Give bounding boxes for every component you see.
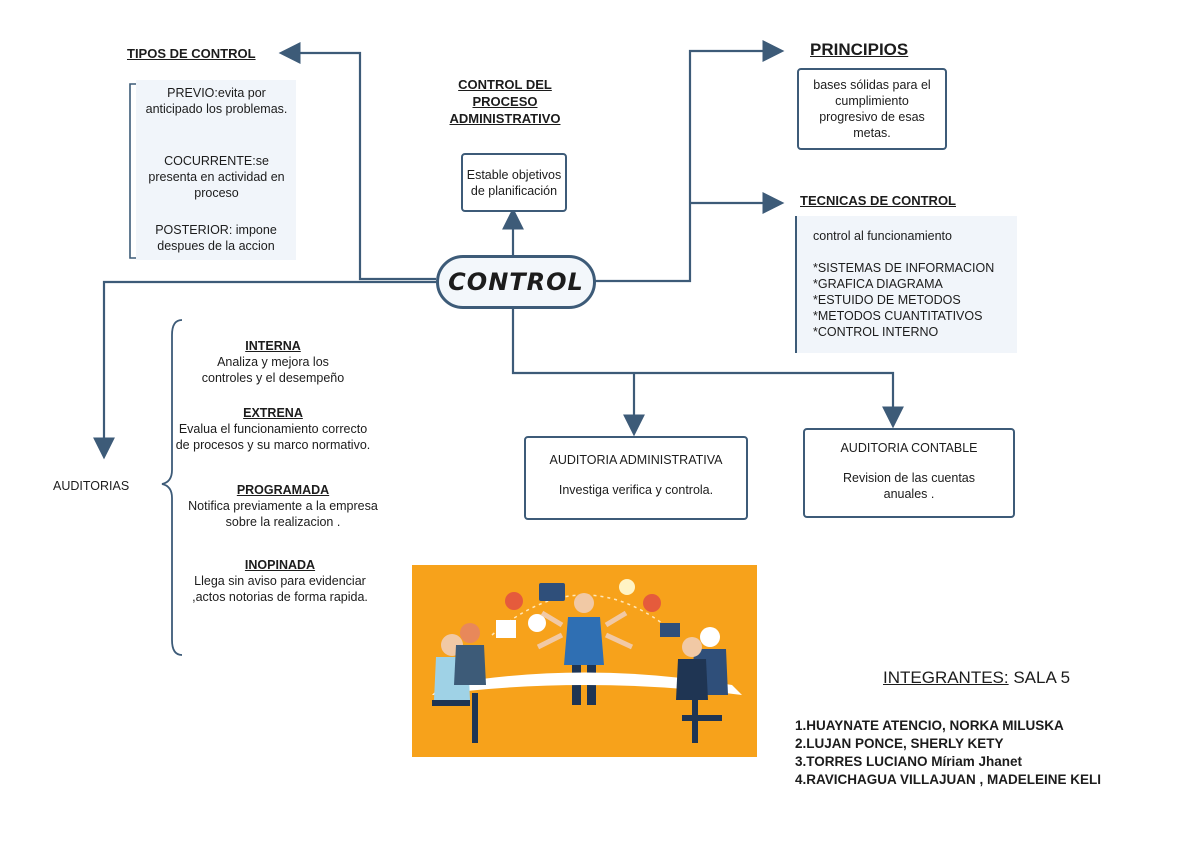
process-title: CONTROL DEL PROCESO ADMINISTRATIVO — [449, 77, 561, 126]
members-list: 1.HUAYNATE ATENCIO, NORKA MILUSKA 2.LUJA… — [795, 717, 1101, 789]
tecnicas-title: TECNICAS DE CONTROL — [800, 193, 956, 208]
control-label: CONTROL — [448, 268, 584, 296]
control-node: CONTROL — [436, 255, 596, 309]
member-item: 4.RAVICHAGUA VILLAJUAN , MADELEINE KELI — [795, 772, 1102, 787]
audit-type-desc: Llega sin aviso para evidenciar ,actos n… — [192, 574, 368, 604]
audit-type-name: INTERNA — [245, 339, 301, 353]
audit-type-desc: Notifica previamente a la empresa sobre … — [188, 499, 378, 529]
audit-type-externa: EXTRENA Evalua el funcionamiento correct… — [173, 405, 373, 453]
tecnicas-intro: control al funcionamiento — [813, 229, 952, 243]
member-item: 2.LUJAN PONCE, SHERLY KETY — [795, 736, 1004, 751]
auditorias-label: AUDITORIAS — [53, 479, 130, 493]
tecnica-item: *SISTEMAS DE INFORMACION — [813, 261, 995, 275]
aud-contable-text: Revision de las cuentas anuales . — [842, 471, 976, 501]
principios-box: bases sólidas para el cumplimiento progr… — [797, 68, 947, 150]
tipos-box — [136, 80, 296, 260]
tipo-posterior: POSTERIOR: impone despues de la accion — [155, 223, 277, 253]
estable-box: Estable objetivos de planificación — [461, 153, 567, 212]
integrantes-title: INTEGRANTES: — [883, 668, 1009, 687]
aud-admin-box: AUDITORIA ADMINISTRATIVA Investiga verif… — [524, 436, 748, 520]
integrantes-heading: INTEGRANTES: SALA 5 — [883, 668, 1070, 688]
tipo-previo: PREVIO:evita por anticipado los problema… — [145, 86, 288, 116]
aud-contable-box: AUDITORIA CONTABLE Revision de las cuent… — [803, 428, 1015, 518]
tipos-title: TIPOS DE CONTROL — [127, 46, 256, 61]
aud-contable-title: AUDITORIA CONTABLE — [840, 441, 978, 455]
audit-type-inopinada: INOPINADA Llega sin aviso para evidencia… — [178, 557, 382, 605]
meeting-scene-icon — [432, 579, 742, 743]
integrantes-group: SALA 5 — [1008, 668, 1071, 687]
tecnica-item: *CONTROL INTERNO — [813, 325, 939, 339]
integrantes-section: INTEGRANTES: SALA 5 — [883, 668, 1070, 688]
tecnica-item: *GRAFICA DIAGRAMA — [813, 277, 943, 291]
audit-type-programada: PROGRAMADA Notifica previamente a la emp… — [178, 482, 388, 530]
audit-type-desc: Evalua el funcionamiento correcto de pro… — [175, 422, 371, 452]
audit-type-name: EXTRENA — [243, 406, 303, 420]
member-item: 3.TORRES LUCIANO Míriam Jhanet — [795, 754, 1023, 769]
audit-type-name: PROGRAMADA — [236, 483, 330, 497]
aud-admin-title: AUDITORIA ADMINISTRATIVA — [549, 453, 723, 467]
principios-text: bases sólidas para el cumplimiento progr… — [813, 78, 931, 140]
audit-type-name: INOPINADA — [244, 558, 316, 572]
principios-title: PRINCIPIOS — [810, 40, 909, 59]
aud-admin-text: Investiga verifica y controla. — [558, 483, 714, 497]
estable-text: Estable objetivos de planificación — [466, 167, 562, 198]
meeting-illustration — [412, 565, 757, 757]
tipo-concurrente: COCURRENTE:se presenta en actividad en p… — [148, 154, 285, 200]
tecnica-item: *ESTUIDO DE METODOS — [813, 293, 961, 307]
member-item: 1.HUAYNATE ATENCIO, NORKA MILUSKA — [795, 718, 1064, 733]
audit-type-interna: INTERNA Analiza y mejora los controles y… — [178, 338, 368, 386]
tecnicas-box — [795, 216, 1017, 353]
tecnicas-list: *SISTEMAS DE INFORMACION *GRAFICA DIAGRA… — [813, 260, 994, 340]
audit-type-desc: Analiza y mejora los controles y el dese… — [201, 355, 345, 385]
tecnica-item: *METODOS CUANTITATIVOS — [813, 309, 983, 323]
